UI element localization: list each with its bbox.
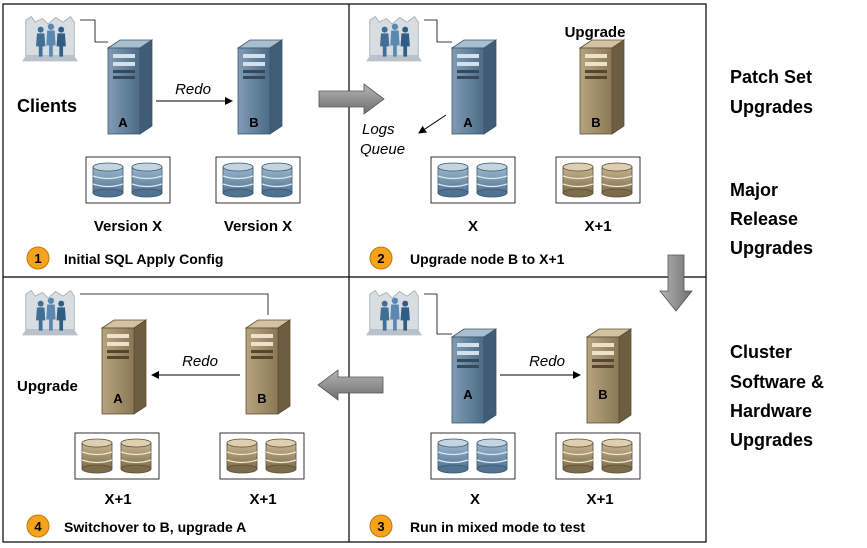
redo-label: Redo: [175, 81, 211, 98]
side-label-line: Major: [730, 180, 778, 200]
panel-caption: Switchover to B, upgrade A: [64, 519, 246, 535]
disk-icon: [81, 438, 113, 474]
disk-icon: [226, 438, 258, 474]
db-box-left: [85, 156, 171, 204]
server-b-icon: [245, 319, 291, 415]
server-b-icon: [237, 39, 283, 135]
disk-icon: [476, 162, 508, 198]
panel-1: Clients A B Redo Version X Version X 1 I…: [17, 16, 301, 270]
server-b-label: B: [591, 115, 600, 130]
side-label-line: Hardware: [730, 401, 812, 421]
side-label-major-release: Major Release Upgrades: [730, 180, 813, 258]
disk-icon: [261, 162, 293, 198]
disk-icon: [222, 162, 254, 198]
server-a-label: A: [463, 387, 473, 402]
db-box-left: [430, 432, 516, 480]
clients-icon: [365, 16, 423, 62]
panel-4: Upgrade A B Redo X+1 X+1 4 Switchover to…: [17, 290, 305, 538]
client-link-line: [424, 293, 452, 335]
disk-icon: [476, 438, 508, 474]
step-badge: [26, 246, 50, 270]
disk-icon: [601, 438, 633, 474]
disk-icon: [437, 438, 469, 474]
queue-label: Queue: [360, 141, 405, 158]
side-label-line: Upgrades: [730, 97, 813, 117]
side-label-line: Upgrades: [730, 238, 813, 258]
server-a-icon: [451, 39, 497, 135]
db-right-label: Version X: [224, 218, 292, 235]
server-b-icon: [579, 39, 625, 135]
disk-icon: [601, 162, 633, 198]
db-right-label: X+1: [586, 491, 613, 508]
upgrade-label: Upgrade: [17, 378, 78, 395]
disk-icon: [131, 162, 163, 198]
server-b-label: B: [598, 387, 607, 402]
db-box-right: [219, 432, 305, 480]
clients-icon: [365, 290, 423, 336]
upgrade-label: Upgrade: [565, 24, 626, 41]
side-label-cluster: Cluster Software & Hardware Upgrades: [730, 342, 824, 450]
db-right-label: X+1: [249, 491, 276, 508]
redo-label: Redo: [182, 353, 218, 370]
logs-label: Logs: [362, 121, 395, 138]
clients-label: Clients: [17, 96, 77, 116]
logs-arrow: [418, 114, 447, 134]
step-number: 1: [34, 251, 41, 266]
server-a-label: A: [118, 115, 128, 130]
server-a-icon: [451, 328, 497, 424]
clients-icon: [21, 16, 79, 62]
disk-icon: [265, 438, 297, 474]
panel-caption: Initial SQL Apply Config: [64, 251, 223, 267]
side-label-patch-set: Patch Set Upgrades: [730, 67, 813, 117]
server-b-label: B: [249, 115, 258, 130]
disk-icon: [562, 438, 594, 474]
side-label-line: Patch Set: [730, 67, 812, 87]
db-box-right: [555, 432, 641, 480]
side-label-line: Upgrades: [730, 430, 813, 450]
server-b-label: B: [257, 391, 266, 406]
redo-label: Redo: [529, 353, 565, 370]
panel-caption: Upgrade node B to X+1: [410, 251, 565, 267]
db-box-left: [74, 432, 160, 480]
step-badge: [369, 514, 393, 538]
flow-arrow-left: [317, 369, 384, 401]
flow-arrow-right: [318, 83, 385, 115]
side-label-line: Software &: [730, 372, 824, 392]
server-b-icon: [586, 328, 632, 424]
panel-caption: Run in mixed mode to test: [410, 519, 585, 535]
step-badge: [26, 514, 50, 538]
panel-3: A B Redo X X+1 3 Run in mixed mode to te…: [365, 290, 641, 538]
side-label-line: Cluster: [730, 342, 792, 362]
db-box-right: [555, 156, 641, 204]
panel-2: Upgrade A B Logs Queue X X+1 2 Upgrade n…: [360, 16, 641, 270]
server-a-label: A: [113, 391, 123, 406]
disk-icon: [562, 162, 594, 198]
server-a-icon: [101, 319, 147, 415]
flow-arrow-down: [659, 254, 693, 312]
clients-icon: [21, 290, 79, 336]
step-number: 3: [377, 519, 384, 534]
db-left-label: X: [468, 218, 478, 235]
step-number: 4: [34, 519, 42, 534]
server-a-label: A: [463, 115, 473, 130]
db-box-left: [430, 156, 516, 204]
client-link-line: [80, 19, 108, 43]
db-left-label: Version X: [94, 218, 162, 235]
side-label-line: Release: [730, 209, 798, 229]
client-link-line: [80, 293, 269, 315]
disk-icon: [437, 162, 469, 198]
step-number: 2: [377, 251, 384, 266]
disk-icon: [92, 162, 124, 198]
server-a-icon: [107, 39, 153, 135]
db-left-label: X+1: [104, 491, 131, 508]
step-badge: [369, 246, 393, 270]
db-right-label: X+1: [584, 218, 611, 235]
client-link-line: [424, 19, 452, 43]
db-left-label: X: [470, 491, 480, 508]
disk-icon: [120, 438, 152, 474]
db-box-right: [215, 156, 301, 204]
